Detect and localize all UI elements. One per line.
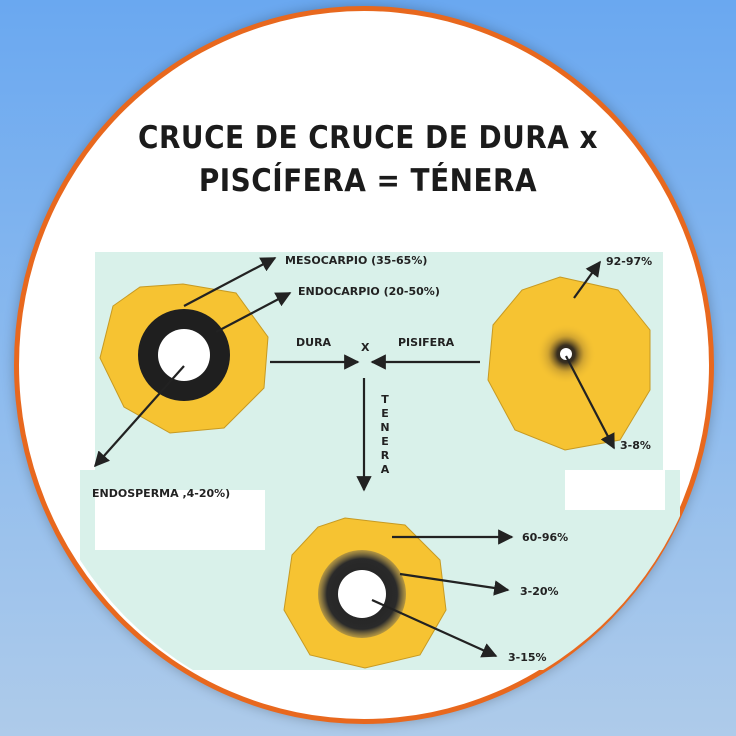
arrow-endosperma	[93, 365, 185, 468]
arrow-ten-3	[371, 598, 498, 658]
label-pis-bottom: 3-8%	[620, 439, 651, 452]
label-pisifera: PISIFERA	[398, 336, 455, 349]
label-endosperma: ENDOSPERMA ,4-20%)	[92, 487, 230, 500]
arrow-pis-bottom	[565, 355, 615, 450]
label-tenera-vertical: TENERA	[379, 393, 392, 477]
label-endocarpio: ENDOCARPIO (20-50%)	[298, 285, 440, 298]
tenera-fruit	[283, 517, 447, 669]
label-ten-3: 3-15%	[508, 651, 547, 664]
dura-fruit	[99, 283, 269, 434]
label-ten-1: 60-96%	[522, 531, 568, 544]
arrow-pis-top	[573, 260, 601, 299]
diagram-title-line1: CRUCE DE CRUCE DE DURA x	[137, 120, 599, 156]
arrow-mesocarpio	[183, 257, 277, 307]
arrow-ten-2	[399, 572, 510, 596]
arrow-endocarpio	[215, 292, 292, 333]
diagram-title-line2: PISCÍFERA = TÉNERA	[198, 163, 538, 199]
label-ten-2: 3-20%	[520, 585, 559, 598]
label-dura: DURA	[296, 336, 332, 349]
tenera-kernel	[338, 570, 386, 618]
label-pis-top: 92-97%	[606, 255, 652, 268]
dura-kernel	[158, 329, 210, 381]
label-cross: X	[361, 341, 370, 354]
label-mesocarpio: MESOCARPIO (35-65%)	[285, 254, 427, 267]
pisifera-kernel	[560, 348, 572, 360]
